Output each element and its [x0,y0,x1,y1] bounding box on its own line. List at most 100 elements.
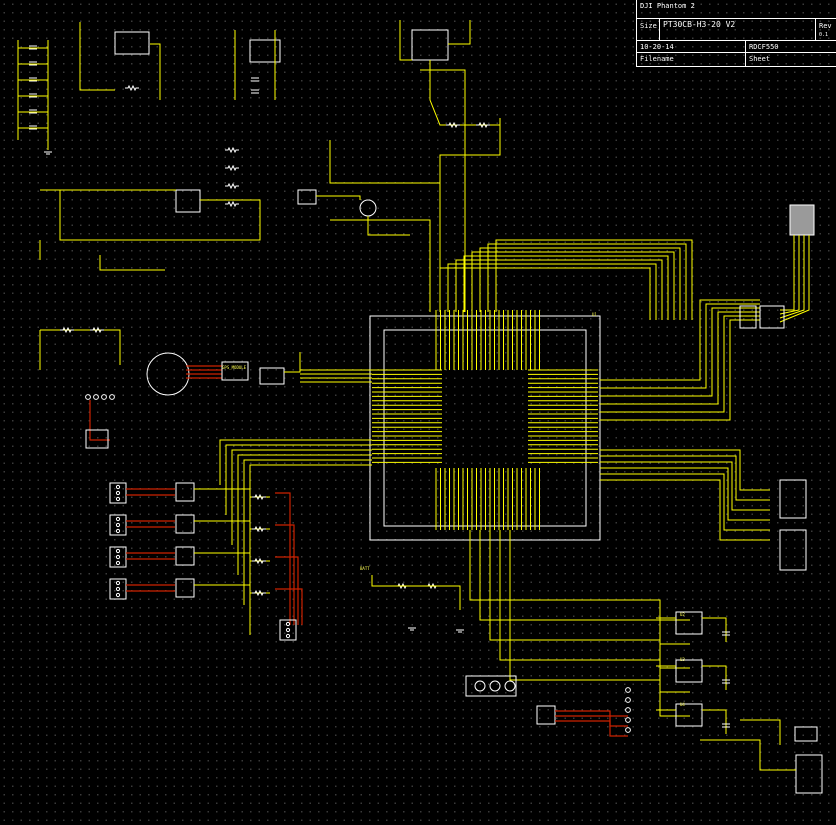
regulator-u2-label: U2 [680,612,685,617]
regulator-ic [675,611,703,635]
connector-body [109,578,127,600]
wire [275,524,295,625]
transistor-symbol [359,199,377,217]
wire [275,556,299,625]
wire [59,190,261,241]
wire [487,243,687,320]
test-point [85,394,91,400]
connector-body [279,619,297,641]
wire [455,259,663,320]
connector-pin [115,496,121,502]
wire [194,488,270,498]
wire [600,479,770,541]
grey-connector [789,204,815,236]
resistor-symbol [252,525,266,533]
power-connector [536,705,556,725]
test-point [625,687,631,693]
test-point [101,394,107,400]
wire [779,235,800,315]
connector-pin [115,586,121,592]
led-symbol [489,680,501,692]
wire [600,311,760,405]
test-point [625,717,631,723]
resistor-symbol [252,557,266,565]
connector-pin [115,548,121,554]
wire [275,492,291,625]
connector-housing [175,546,195,566]
wire [448,20,471,45]
wire [509,530,690,717]
title-block: DJI Phantom 2 Size PT30CB-H3-20 V2 Rev 0… [636,0,836,67]
connector-body [109,514,127,536]
wire [463,255,669,320]
wire [499,530,690,693]
resistor-symbol [225,200,239,208]
wire [330,219,431,312]
regulator-ic [675,703,703,727]
wire [371,575,461,610]
wire [600,467,770,521]
wire [600,473,770,531]
connector-housing [175,578,195,598]
connector-housing [175,514,195,534]
resistor-symbol [225,164,239,172]
wire [329,140,440,184]
resistor-symbol [225,146,239,154]
wire [420,69,466,312]
wire [249,464,372,635]
test-point [93,394,99,400]
led-symbol [504,680,516,692]
wire [316,195,361,200]
connector-housing [175,482,195,502]
regulator-ic [249,39,281,63]
wire [284,352,301,373]
wire [555,710,628,717]
wire [702,709,727,734]
wire [439,118,501,312]
wire [600,455,770,501]
power-connector [85,429,109,449]
wire [275,588,303,625]
connector-pin [115,516,121,522]
connector-body [109,546,127,568]
filename-label: Filename [640,55,674,63]
wire [600,449,770,491]
switch-connector [297,189,317,205]
wire [702,665,727,690]
wire [89,400,110,441]
regulator-u3-label: U3 [680,657,685,662]
wire [469,530,690,621]
ldo-ic [411,29,449,61]
wire [702,617,727,642]
wire [600,315,760,413]
batt-label: BATT [360,566,370,571]
resistor-symbol [252,589,266,597]
resistor-symbol [252,493,266,501]
wire [367,216,410,236]
rev-label: Rev [819,22,832,30]
wire [219,439,372,485]
wire [555,720,628,737]
led-symbol [474,680,486,692]
wire [779,235,810,323]
connector-pin [285,627,291,633]
wire [600,319,760,421]
resistor-symbol [125,84,139,92]
document-number: RDCF550 [749,43,779,51]
connector-body [109,482,127,504]
connector-pin [115,560,121,566]
connector-pin [115,528,121,534]
project-title: DJI Phantom 2 [640,2,695,10]
resistor-symbol [90,326,104,334]
connector-pin [115,490,121,496]
sheet-label: Sheet [749,55,771,63]
regulator-u4-label: U4 [680,702,685,707]
test-point [109,394,115,400]
wire [79,22,115,91]
resistor-symbol [446,121,460,129]
wire [194,552,270,562]
wire [225,444,372,515]
wire [194,584,270,594]
wire [479,247,681,320]
